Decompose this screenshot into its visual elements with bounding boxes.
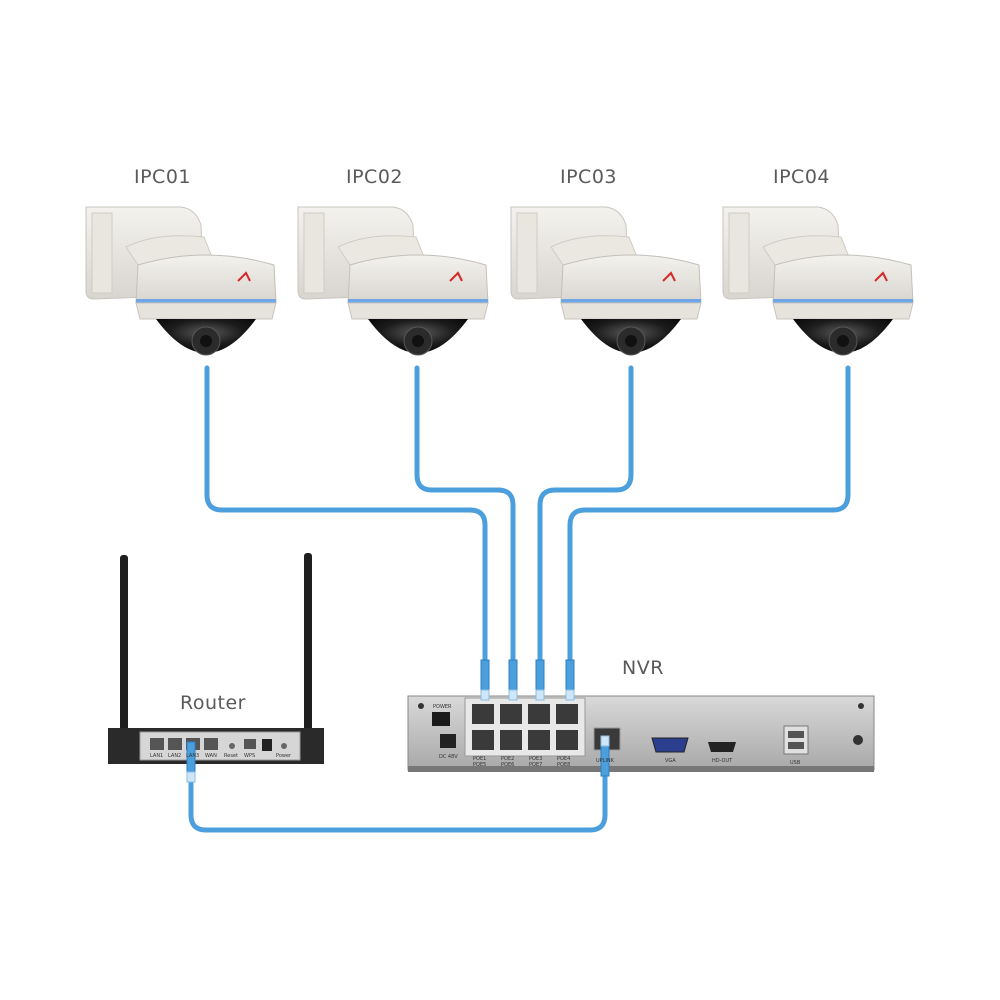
router-antenna-right bbox=[304, 553, 312, 735]
router-port-reset: Reset bbox=[224, 753, 238, 759]
nvr-poe2-label: POE2 bbox=[501, 756, 514, 762]
router-port-wan: WAN bbox=[205, 753, 217, 759]
nvr-vga-port bbox=[651, 737, 689, 753]
nvr-poe6-label: POE6 bbox=[501, 762, 514, 768]
router-port-power: Power bbox=[276, 753, 292, 759]
nvr-poe1-label: POE1 bbox=[473, 756, 486, 762]
router-port-lan2: LAN2 bbox=[168, 753, 181, 759]
nvr-poe3-label: POE3 bbox=[529, 756, 542, 762]
router-port-lan1: LAN1 bbox=[150, 753, 163, 759]
camera-ipc04 bbox=[722, 206, 914, 356]
nvr-poe7-label: POE7 bbox=[529, 762, 542, 768]
router bbox=[108, 553, 324, 764]
cable-router-nvr bbox=[188, 763, 608, 833]
camera-ipc03 bbox=[510, 206, 702, 356]
nvr-poe5-label: POE5 bbox=[473, 762, 486, 768]
router-port-wps: WPS bbox=[244, 753, 255, 759]
cables bbox=[188, 365, 851, 833]
nvr-vga-label: VGA bbox=[665, 758, 676, 764]
cable-ipc01 bbox=[204, 365, 488, 663]
nvr-power-switch[interactable] bbox=[432, 712, 450, 726]
cable-ipc02 bbox=[414, 365, 516, 663]
ipc01-label: IPC01 bbox=[134, 166, 192, 188]
ipc04-label: IPC04 bbox=[773, 166, 831, 188]
nvr-usb-label: USB bbox=[790, 760, 801, 766]
nvr-hdmi-port bbox=[708, 742, 736, 752]
nvr-poe4-label: POE4 bbox=[557, 756, 570, 762]
ipc03-label: IPC03 bbox=[560, 166, 618, 188]
nvr-poe8-label: POE8 bbox=[557, 762, 570, 768]
nvr-usb-port bbox=[783, 725, 809, 755]
nvr bbox=[407, 695, 875, 772]
router-port-lan3: LAN3 bbox=[186, 753, 199, 759]
camera-ipc01 bbox=[85, 206, 277, 356]
nvr-uplink-label: UPLINK bbox=[596, 758, 615, 764]
nvr-hdmi-label: HD-OUT bbox=[712, 758, 733, 764]
nvr-dc-jack bbox=[440, 734, 456, 748]
ipc02-label: IPC02 bbox=[346, 166, 404, 188]
camera-ipc02 bbox=[297, 206, 489, 356]
router-label: Router bbox=[180, 692, 246, 714]
nvr-power-label: POWER bbox=[433, 704, 452, 710]
cable-ipc04 bbox=[567, 365, 851, 663]
nvr-dc-label: DC 48V bbox=[439, 754, 458, 760]
router-antenna-left bbox=[120, 555, 128, 735]
cable-ipc03 bbox=[537, 365, 634, 663]
nvr-label: NVR bbox=[622, 657, 664, 679]
